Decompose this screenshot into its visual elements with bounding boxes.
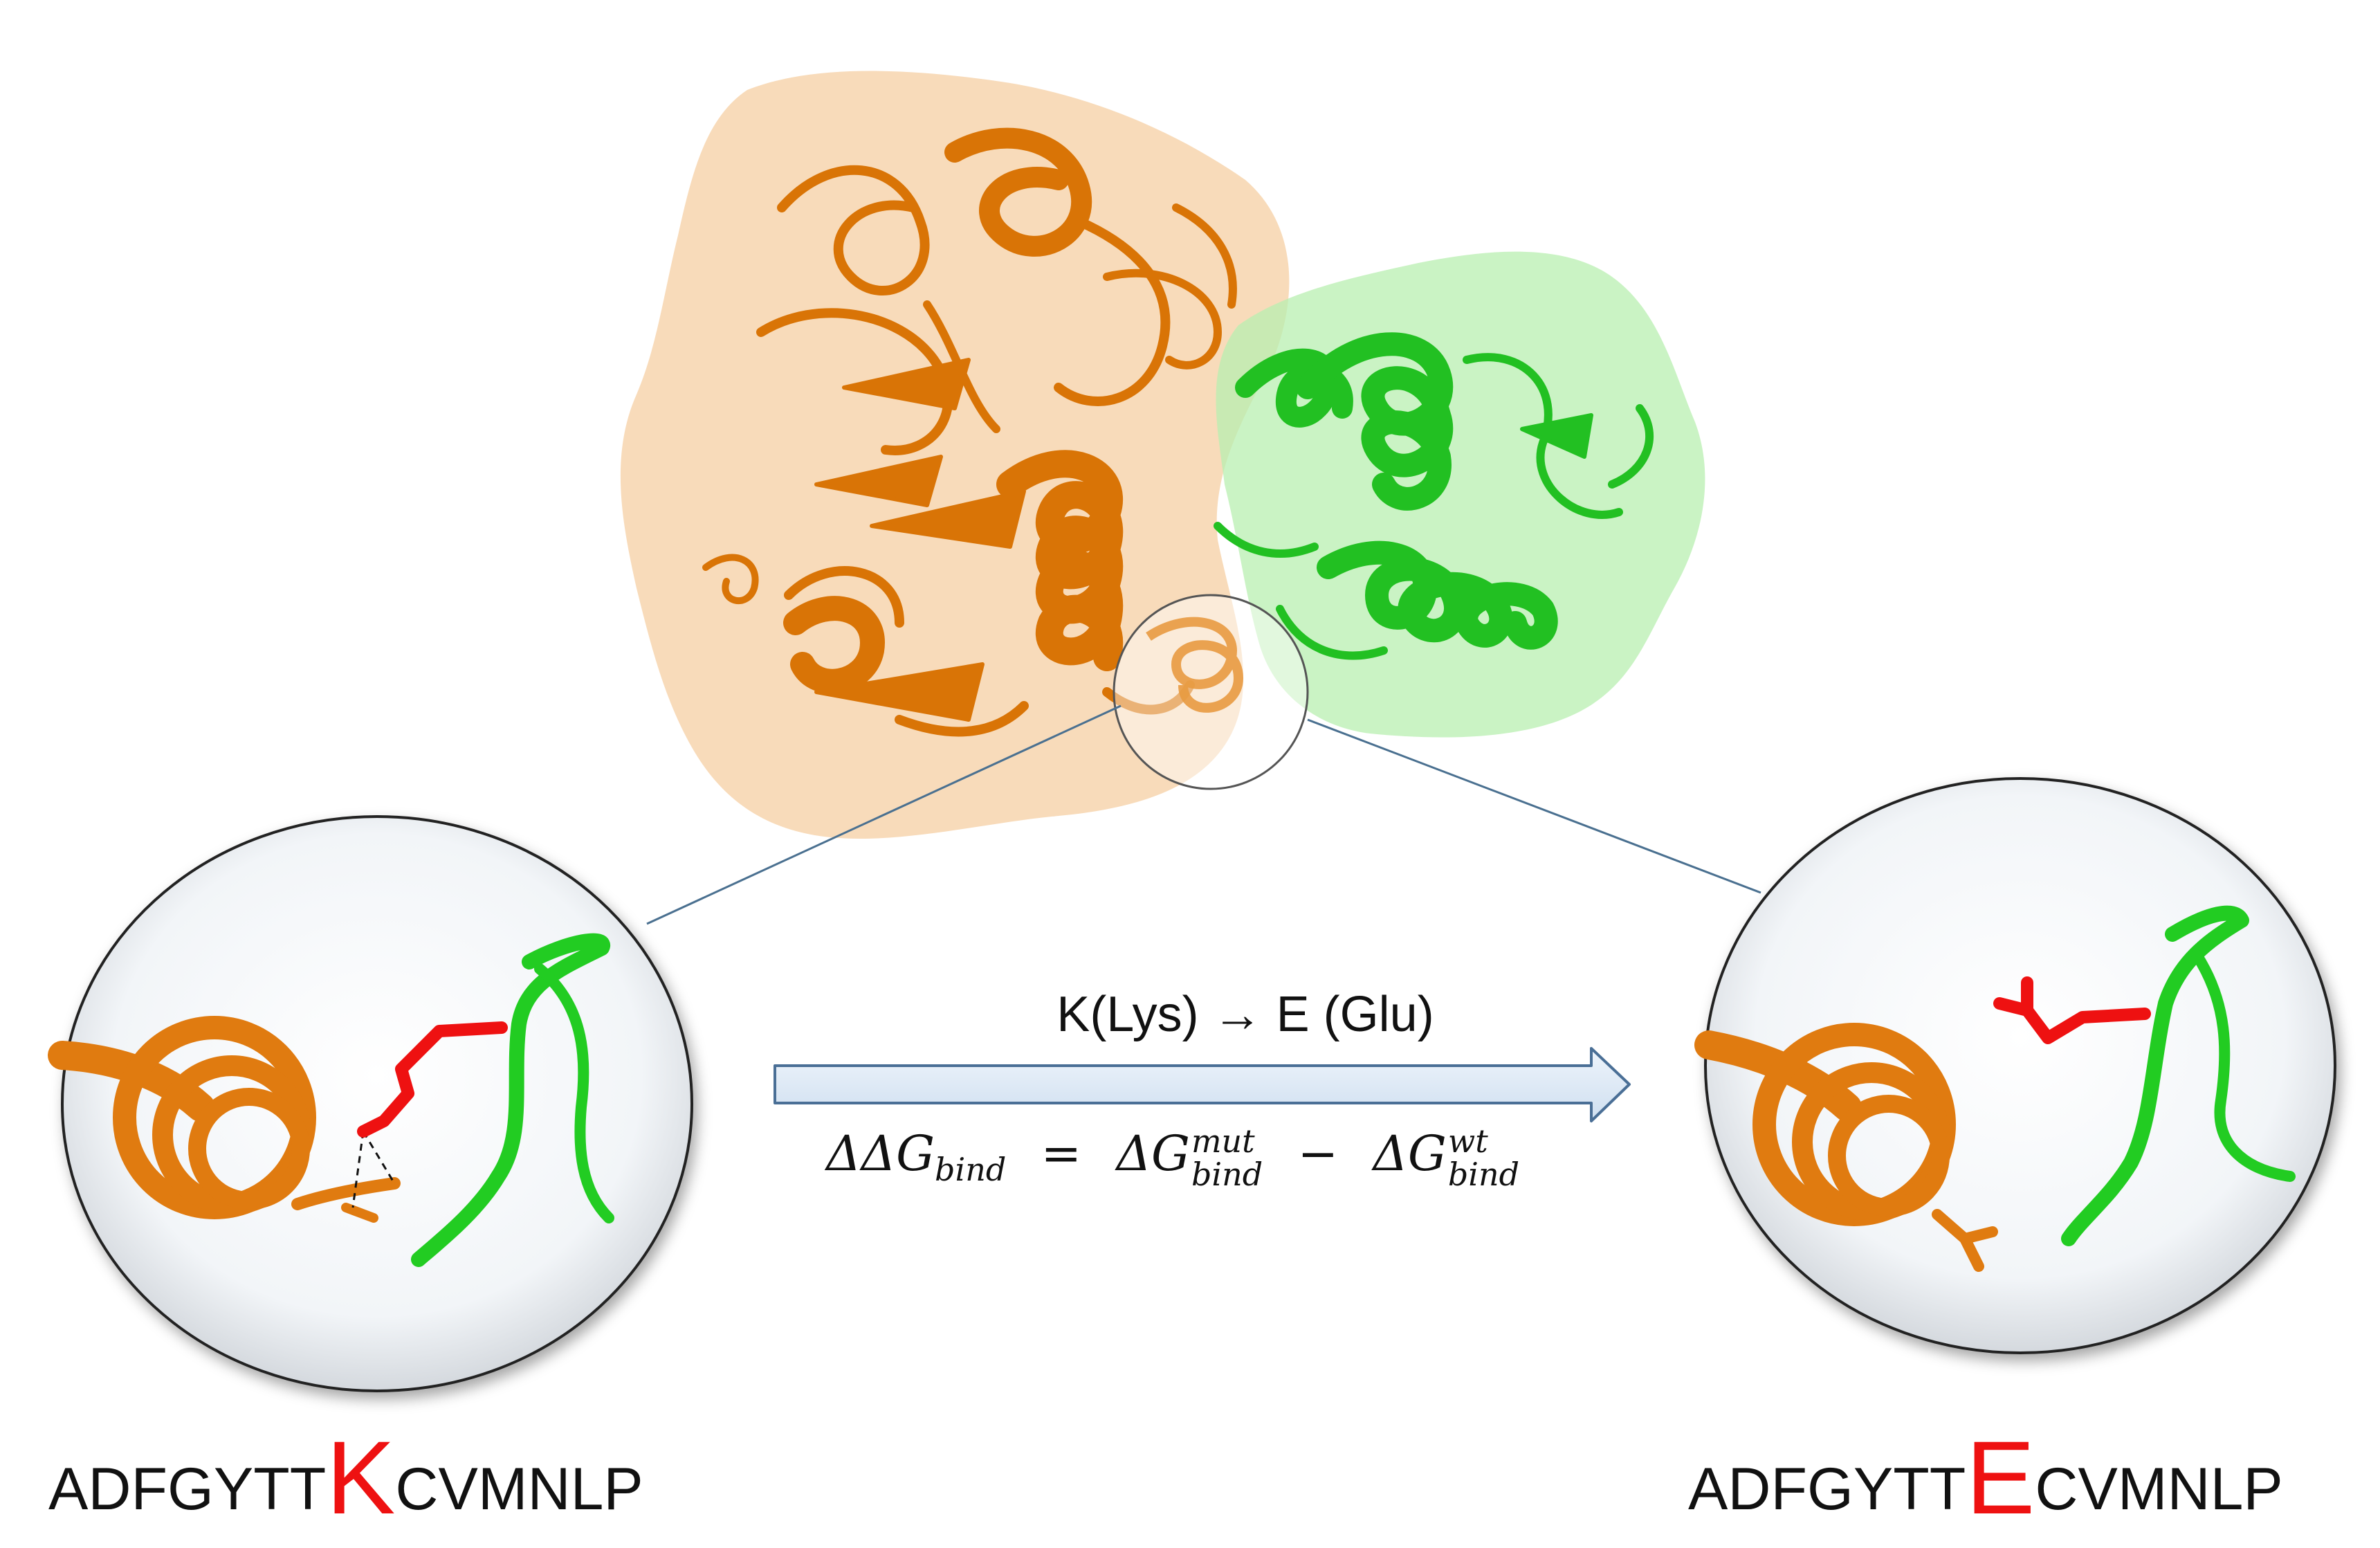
protein-a-ribbon: [702, 127, 1237, 737]
mutation-label: K(Lys) → E (Glu): [1056, 987, 1434, 1042]
wildtype-sequence: ADFGYTTKCVMNLP: [48, 1419, 643, 1536]
interface-helix: [1146, 617, 1244, 713]
connector-line-right: [1307, 718, 1761, 894]
eq-lhs: ΔΔGbind: [826, 1125, 1007, 1188]
eq-minus: −: [1297, 1125, 1339, 1182]
protein-complex: [620, 71, 1705, 839]
glutamate-side-chain: [1993, 976, 2151, 1044]
mutant-residue: E: [1966, 1419, 2035, 1536]
wildtype-zoom-circle: [48, 815, 693, 1392]
mutant-zoom-circle: [1694, 777, 2336, 1354]
mutation-arrow: [774, 1047, 1631, 1122]
lysine-side-chain: [357, 1021, 508, 1138]
mutant-sequence: ADFGYTTECVMNLP: [1688, 1419, 2283, 1536]
connector-line-left: [646, 704, 1122, 925]
wildtype-residue: K: [326, 1419, 396, 1536]
protein-b-ribbon: [1214, 332, 1654, 660]
eq-equals: =: [1041, 1125, 1082, 1182]
interface-highlight-circle: [1113, 594, 1309, 790]
